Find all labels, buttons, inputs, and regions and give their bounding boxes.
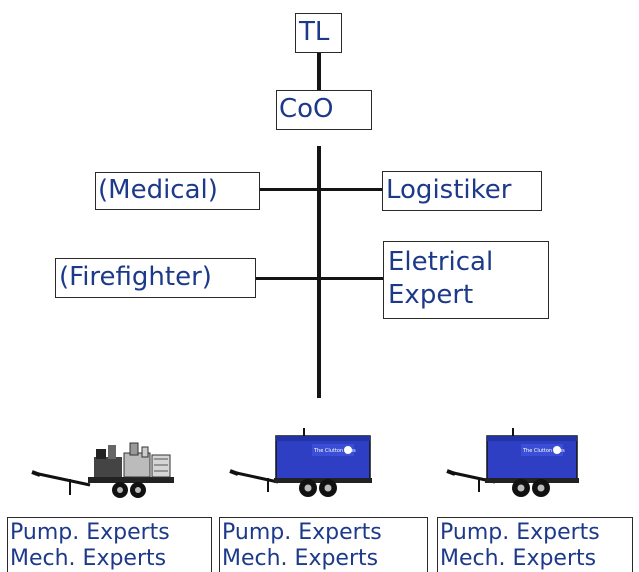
connector-medical-logistiker xyxy=(260,188,382,191)
svg-text:The Clutton Bros: The Clutton Bros xyxy=(313,448,356,454)
connector-firefighter-electrical xyxy=(256,277,388,280)
tl-box: TL xyxy=(295,13,342,53)
electrical-label-line2: Expert xyxy=(388,280,474,310)
tl-label: TL xyxy=(299,17,330,47)
open-pump-trailer-icon xyxy=(31,442,174,498)
vertical-trunk xyxy=(317,146,321,398)
firefighter-box: (Firefighter) xyxy=(55,258,256,298)
unit-2-line2: Mech. Experts xyxy=(222,546,379,571)
unit-1-line2: Mech. Experts xyxy=(10,546,167,571)
blue-generator-trailer-icon: The Clutton Bros xyxy=(229,428,372,497)
electrical-expert-box: Eletrical Expert xyxy=(383,241,549,319)
electrical-label-line1: Eletrical xyxy=(388,247,494,277)
logistiker-box: Logistiker xyxy=(382,171,542,211)
connector-tl-coo xyxy=(317,53,321,90)
unit-3-line2: Mech. Experts xyxy=(440,546,597,571)
unit-box-1: Pump. Experts Mech. Experts xyxy=(7,517,212,572)
svg-text:The Clutton Bros: The Clutton Bros xyxy=(522,448,565,454)
unit-3-line1: Pump. Experts xyxy=(440,520,600,545)
medical-label: (Medical) xyxy=(98,175,218,205)
firefighter-label: (Firefighter) xyxy=(59,262,212,292)
unit-2-line1: Pump. Experts xyxy=(222,520,382,545)
unit-box-2: Pump. Experts Mech. Experts xyxy=(219,517,428,572)
coo-label: CoO xyxy=(279,94,334,124)
blue-generator-trailer-icon: The Clutton Bros xyxy=(446,428,579,497)
logistiker-label: Logistiker xyxy=(386,175,512,205)
unit-1-line1: Pump. Experts xyxy=(10,520,170,545)
medical-box: (Medical) xyxy=(95,172,260,210)
coo-box: CoO xyxy=(276,90,372,130)
unit-box-3: Pump. Experts Mech. Experts xyxy=(437,517,633,572)
